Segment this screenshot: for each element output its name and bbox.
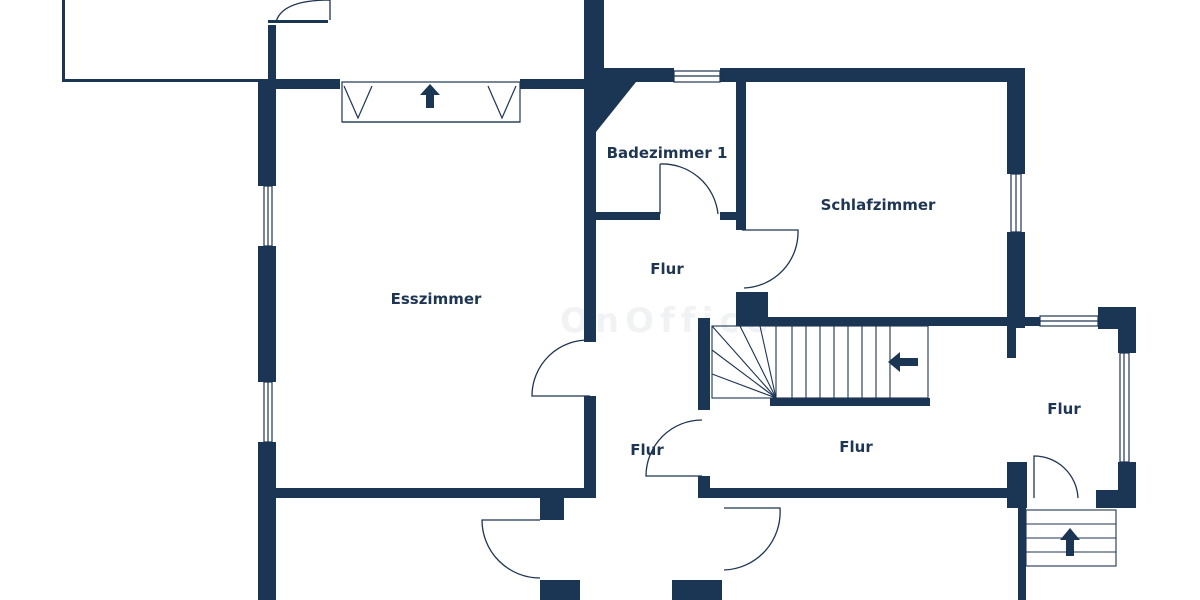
room-label-flur-upper: Flur: [650, 260, 684, 278]
room-label-flur-lower-left: Flur: [630, 441, 664, 459]
bathroom-corner-wall: [596, 82, 636, 132]
sliding-door: [341, 81, 521, 123]
room-labels: Badezimmer 1 Schlafzimmer Esszimmer Flur…: [391, 144, 1082, 459]
staircase: [711, 325, 929, 399]
doors: [275, 0, 1079, 579]
walls: [62, 0, 1136, 600]
room-label-esszimmer: Esszimmer: [391, 290, 482, 308]
room-label-schlafzimmer: Schlafzimmer: [821, 196, 936, 214]
entrance-up-arrow-icon: [1060, 528, 1080, 556]
room-label-flur-right: Flur: [1047, 400, 1081, 418]
room-label-flur-center: Flur: [839, 438, 873, 456]
left-arrow-icon: [888, 352, 918, 372]
room-label-badezimmer-1: Badezimmer 1: [607, 144, 728, 162]
up-arrow-icon: [420, 84, 440, 108]
windows: [263, 70, 1130, 463]
